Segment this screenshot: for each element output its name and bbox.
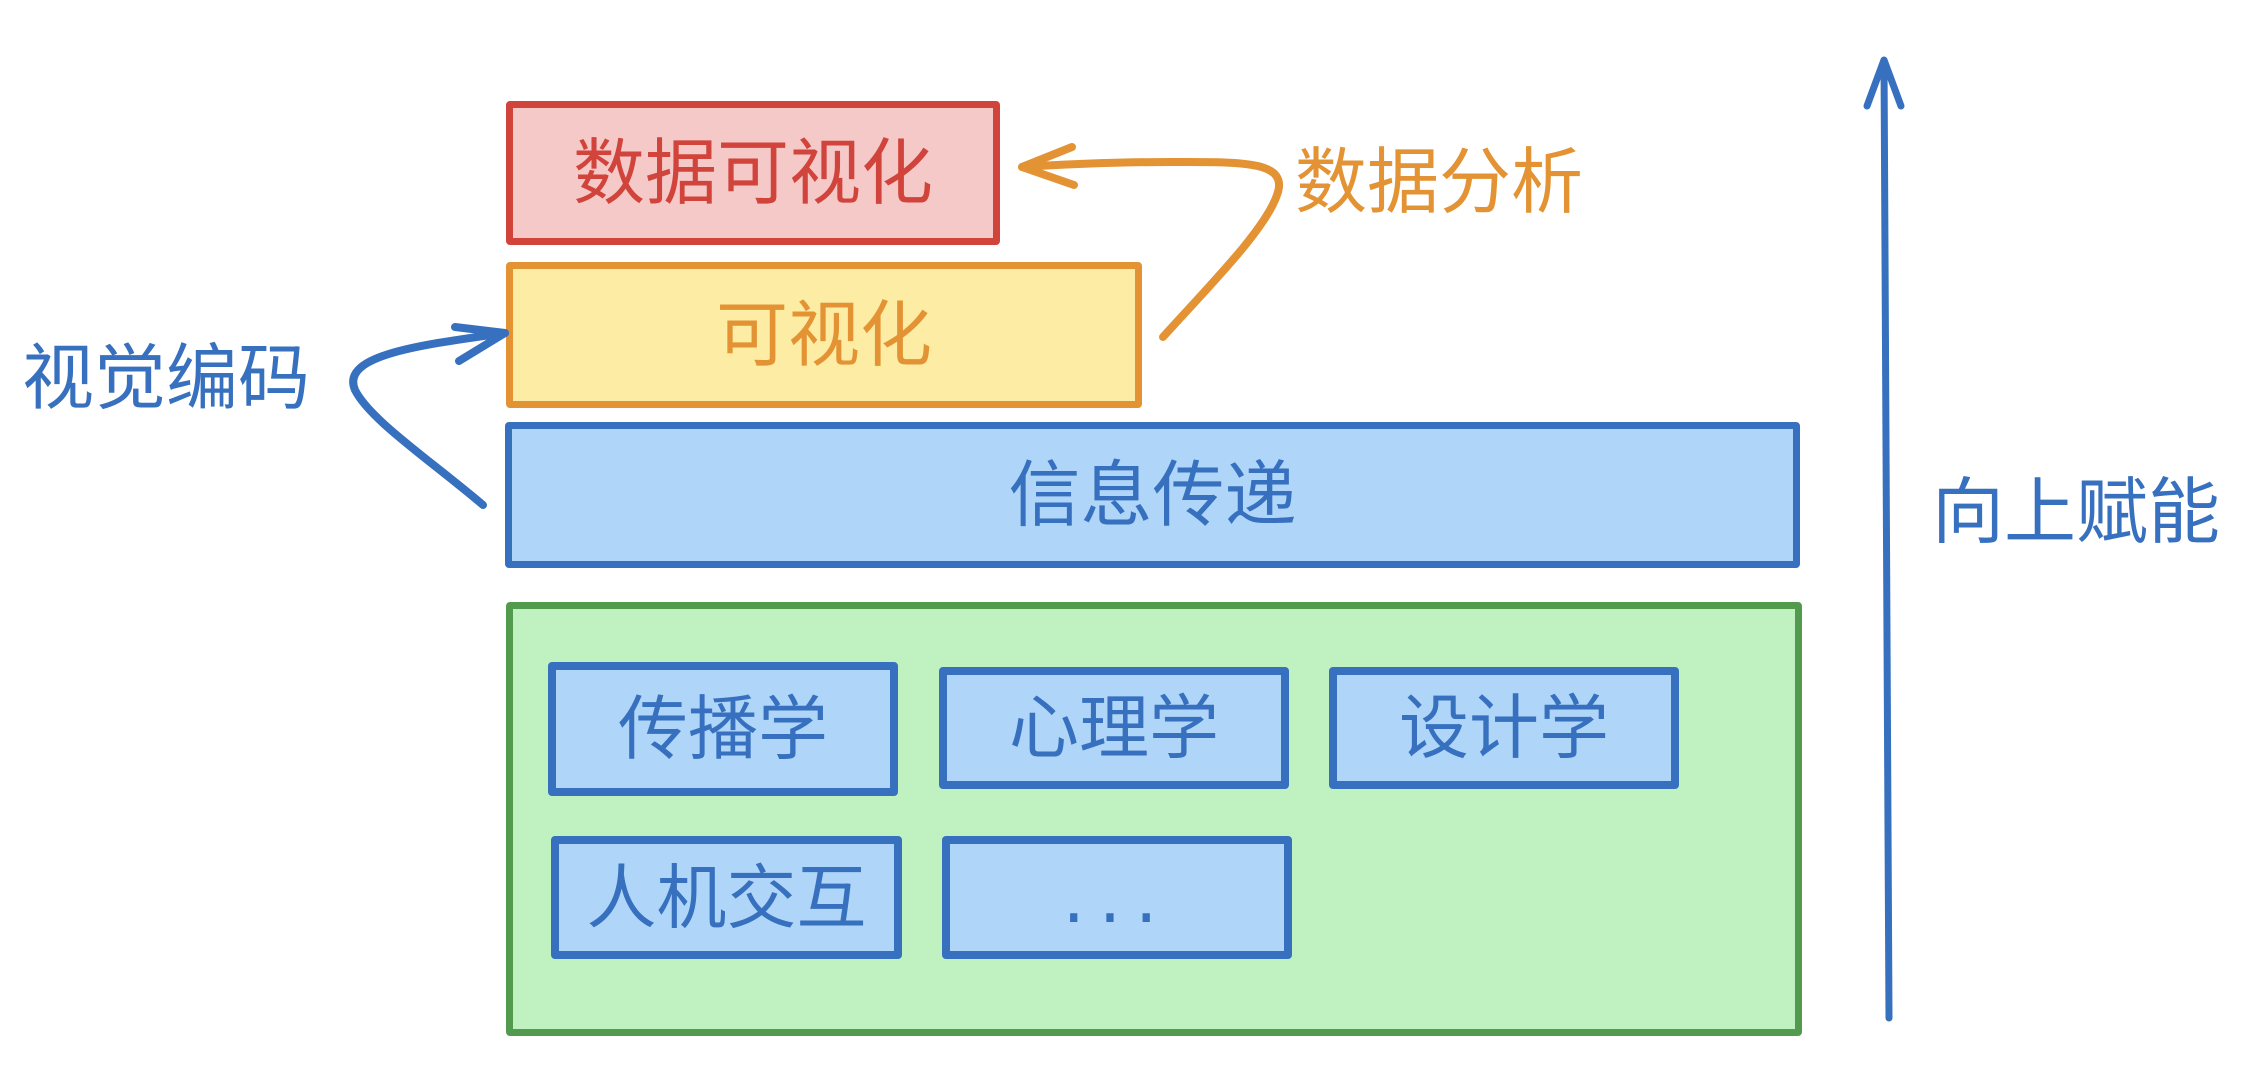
foundation-design-label: 设计学 [1399,687,1609,769]
empower-upward-arrow-shaft [1880,58,1893,1022]
layer-data-visualization: 数据可视化 [506,101,1000,245]
foundation-hci: 人机交互 [551,836,902,959]
visual-encoding-arrow-head [451,323,509,365]
foundation-psychology-label: 心理学 [1009,687,1219,769]
layer-information-transfer-label: 信息传递 [1008,453,1297,537]
layer-information-transfer: 信息传递 [505,422,1800,568]
foundation-communication: 传播学 [548,662,898,796]
empower-upward-arrow-icon [1863,56,1905,1022]
foundation-design: 设计学 [1329,667,1679,789]
empower-upward-arrow-head [1863,56,1905,110]
data-analysis-arrow-head [1018,143,1078,189]
layer-visualization-label: 可视化 [715,293,932,377]
data-analysis-label: 数据分析 [1295,140,1584,224]
foundation-more-label: ... [1062,856,1172,939]
foundation-more: ... [942,836,1292,959]
foundation-communication-label: 传播学 [618,688,828,770]
layer-visualization: 可视化 [506,262,1142,408]
layer-data-visualization-label: 数据可视化 [572,131,933,215]
visual-encoding-label: 视觉编码 [22,336,311,420]
foundation-hci-label: 人机交互 [586,856,867,939]
empower-upward-label: 向上赋能 [1932,470,2221,554]
foundation-psychology: 心理学 [939,667,1289,789]
visual-encoding-arrow-icon [349,323,509,509]
visual-encoding-arrow-shaft [349,329,509,509]
